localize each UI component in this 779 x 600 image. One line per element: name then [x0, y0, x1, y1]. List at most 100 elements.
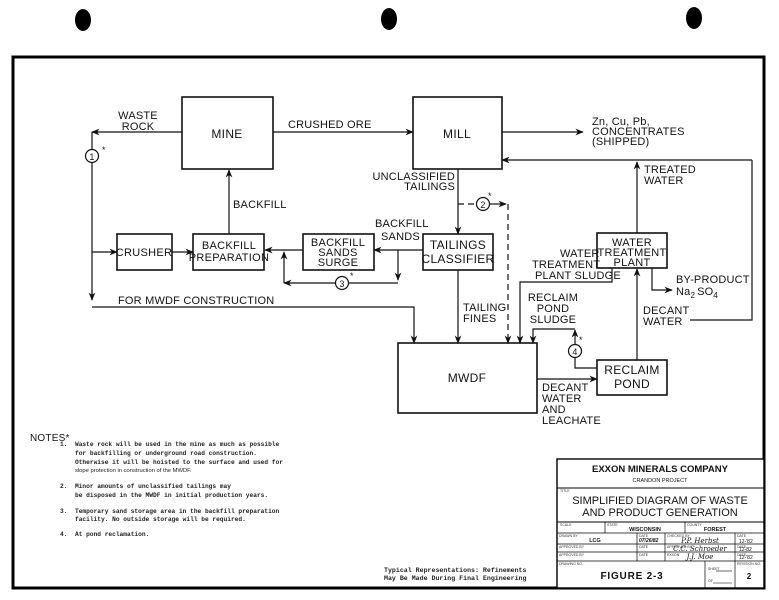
tailing-fines-label-2: FINES	[463, 313, 496, 325]
treated-water-label-2: WATER	[644, 175, 684, 187]
of-caption: OF	[708, 579, 713, 583]
note-4-number: 4.	[60, 531, 67, 538]
disclaimer-line-2: May Be Made During Final Engineering	[384, 575, 526, 582]
wtp-sludge-label-3: PLANT SLUDGE	[535, 270, 621, 282]
approved-by-caption-2: APPROVED BY	[667, 545, 693, 549]
byproduct-label: BY-PRODUCT	[676, 274, 750, 286]
note-3-line-2: facility. No outside storage will be req…	[75, 516, 246, 523]
reclaim-pond-to-marker-4	[574, 358, 597, 369]
unclassified-label-1: UNCLASSIFIED	[373, 171, 455, 183]
marker-4-asterisk: *	[579, 335, 583, 345]
rp-sludge-return	[529, 328, 575, 344]
county-caption: COUNTY	[687, 523, 702, 527]
approved-date-caption-3: DATE	[639, 553, 649, 557]
water-treatment-plant-box: WATER TREATMENT PLANT	[596, 232, 668, 269]
drawn-by-value: LCG	[589, 538, 601, 544]
mwdf-construction-line	[92, 306, 418, 344]
surge-label-2: SANDS	[318, 247, 357, 259]
note-1-line-1: Waste rock will be used in the mine as m…	[75, 441, 280, 448]
marker-2-label: 2	[480, 200, 485, 210]
crusher-box: CRUSHER	[116, 233, 173, 271]
checked-date-caption: DATE	[737, 534, 747, 538]
drawn-date-caption: DATE	[639, 534, 649, 538]
marker-2-asterisk: *	[488, 191, 492, 201]
marker-4	[567, 343, 583, 359]
marker-1-label: 1	[89, 152, 94, 162]
drawn-date-value: 07/26/82	[639, 538, 659, 544]
note-1-line-3: Otherwise it will be hoisted to the surf…	[75, 459, 283, 466]
classifier-label-2: CLASSIFIER	[421, 252, 494, 266]
drawing-title-2: AND PRODUCT GENERATION	[582, 507, 737, 519]
company-name: EXXON MINERALS COMPANY	[592, 464, 729, 475]
backfill-sands-label-1: BACKFILL	[375, 218, 429, 230]
note-1-line-2: for backfilling or underground road cons…	[75, 450, 257, 457]
checked-date-value: 12-'82	[739, 539, 753, 545]
wtp-sludge-label-2: TREATMENT	[532, 259, 600, 271]
marker-1-asterisk: *	[102, 145, 106, 155]
sheet-caption: SHEET	[708, 567, 721, 571]
waste-rock-label-2: ROCK	[122, 121, 155, 133]
marker-3-asterisk: *	[350, 271, 354, 281]
revision-caption: REVISION NO.	[737, 562, 761, 566]
decant-water-label-1: DECANT	[643, 305, 690, 317]
wtp-label-3: PLANT	[614, 257, 651, 269]
county-value: FOREST	[704, 527, 727, 533]
surge-label-1: BACKFILL	[311, 237, 365, 249]
mwdf-label: MWDF	[448, 371, 487, 385]
binder-hole-center	[381, 8, 397, 30]
checked-by-caption: CHECKED BY	[667, 534, 690, 538]
note-4-line-1: At pond reclamation.	[75, 531, 149, 538]
decant-leachate-label-4: LEACHATE	[542, 415, 601, 427]
disclaimer-line-1: Typical Representations: Refinements	[384, 567, 526, 574]
revision-number: 2	[747, 572, 752, 581]
note-3-line-1: Temporary sand storage area in the backf…	[75, 508, 280, 515]
backfill-prep-label-2: PREPARATION	[189, 252, 270, 264]
checked-by-signature: P.P. Herbst	[680, 537, 719, 545]
backfill-sands-surge-box: BACKFILL SANDS SURGE	[302, 233, 375, 271]
exxon-date-value: 12-'82	[739, 555, 753, 561]
reclaim-pond-label-2: POND	[614, 377, 650, 391]
marker-3	[334, 275, 350, 291]
state-caption: STATE	[607, 523, 618, 527]
mwdf-box: MWDF	[397, 342, 538, 414]
rp-sludge-label-2: POND	[537, 303, 570, 315]
backfill-sands-label-2: SANDS	[381, 231, 420, 243]
mill-label: MILL	[443, 127, 471, 141]
concentrates-label-3: (SHIPPED)	[592, 136, 649, 148]
title-caption: TITLE	[560, 489, 570, 493]
marker-1	[84, 148, 100, 164]
crusher-label: CRUSHER	[116, 247, 173, 259]
wtp-label-1: WATER	[612, 237, 652, 249]
exxon-caption: EXXON	[667, 553, 680, 557]
decant-leachate-label-3: AND	[542, 404, 566, 416]
concentrates-label-1: Zn, Cu, Pb,	[592, 116, 650, 128]
title-block: EXXON MINERALS COMPANY CRANDON PROJECT T…	[556, 458, 765, 589]
note-3-number: 3.	[60, 508, 67, 515]
reclaim-pond-label-1: RECLAIM	[604, 363, 659, 377]
marker-2	[475, 196, 491, 212]
concentrates-label-2: CONCENTRATES	[592, 126, 685, 138]
decant-water-label-2: WATER	[643, 316, 683, 328]
wtp-label-2: TREATMENT	[597, 247, 666, 259]
wtp-sludge-label-1: WATER	[560, 248, 600, 260]
marker-3-label: 3	[339, 279, 344, 289]
backfill-prep-label-1: BACKFILL	[202, 240, 256, 252]
note-1-number: 1.	[60, 441, 67, 448]
backfill-label: BACKFILL	[233, 199, 287, 211]
exxon-signature: J.J. Moe	[685, 553, 714, 561]
decant-leachate-label-1: DECANT	[542, 382, 589, 394]
state-value: WISCONSIN	[629, 527, 661, 533]
mine-box: MINE	[181, 96, 274, 170]
exxon-date-caption: DATE	[737, 553, 747, 557]
tailings-classifier-box: TAILINGS CLASSIFIER	[421, 233, 494, 271]
note-1-line-4: slope protection in construction of the …	[75, 468, 192, 474]
notes-heading: NOTES*	[30, 433, 70, 444]
reclaim-pond-box: RECLAIM POND	[596, 359, 668, 396]
tailing-fines-label-1: TAILING	[463, 302, 506, 314]
binder-hole-right	[686, 7, 702, 29]
note-2-line-1: Minor amounts of unclassified tailings m…	[75, 483, 231, 490]
crushed-ore-label: CRUSHED ORE	[288, 119, 372, 131]
approved-by-caption-3: APPROVED BY	[559, 553, 585, 557]
